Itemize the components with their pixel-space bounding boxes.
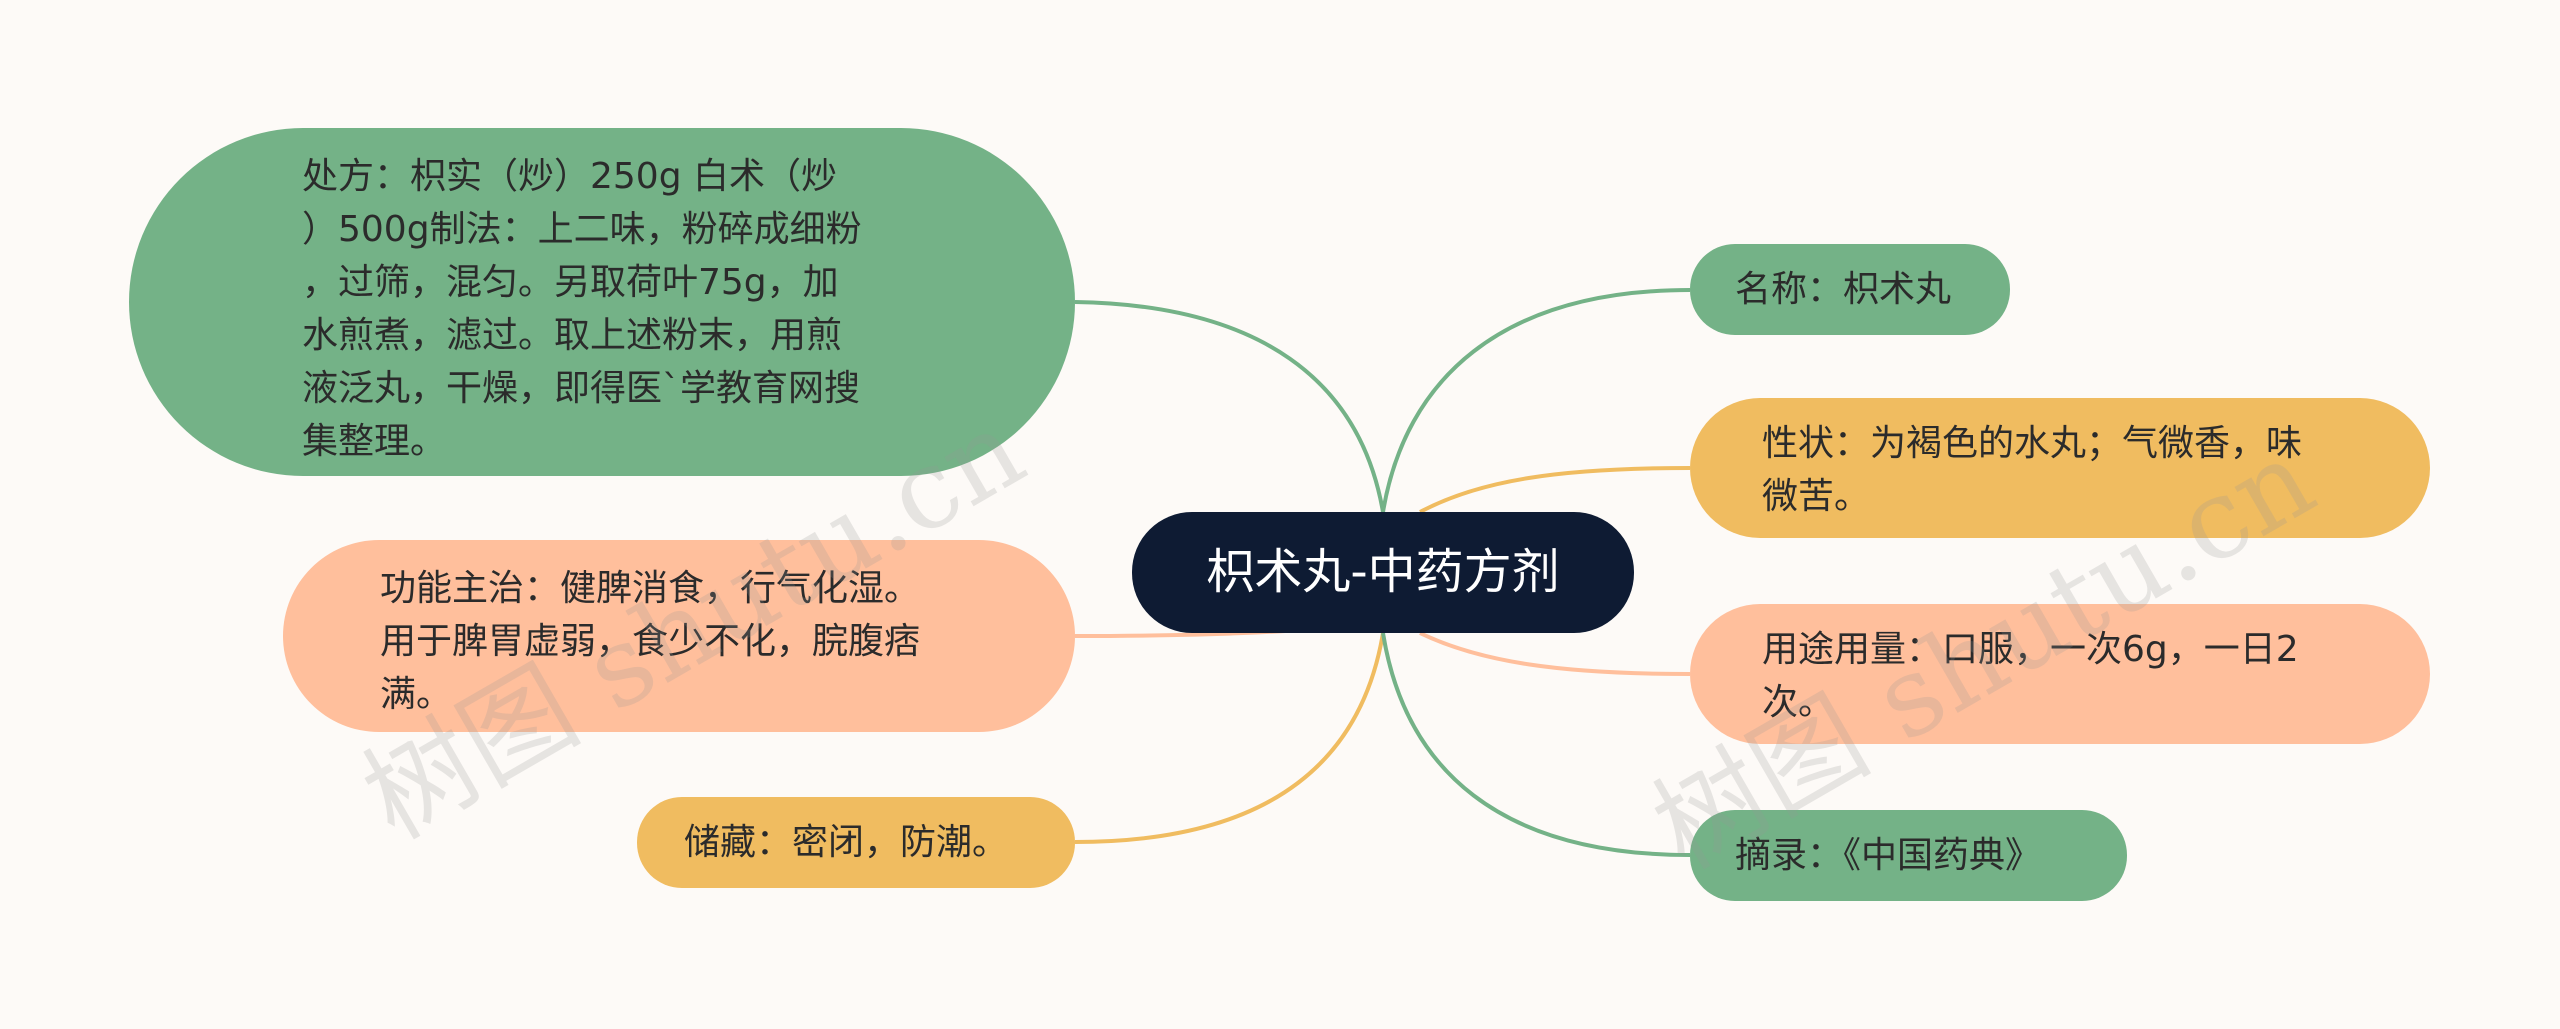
property-node[interactable]: 性状：为褐色的水丸；气微香，味 微苦。 (1690, 398, 2430, 538)
link-name (1381, 288, 1691, 513)
usage-node[interactable]: 用途用量：口服，一次6g，一日2 次。 (1690, 604, 2430, 744)
link-storage (1074, 632, 1385, 844)
name-node[interactable]: 名称：枳术丸 (1690, 244, 2010, 335)
link-property (1419, 466, 1691, 514)
prescription-node[interactable]: 处方：枳实（炒）250g 白术（炒 ）500g制法：上二味，粉碎成细粉 ，过筛，… (129, 128, 1075, 476)
link-source (1381, 632, 1691, 857)
central-topic[interactable]: 枳术丸-中药方剂 (1132, 512, 1634, 633)
storage-node[interactable]: 储藏：密闭，防潮。 (637, 797, 1075, 888)
source-node[interactable]: 摘录：《中国药典》 (1690, 810, 2127, 901)
link-prescription (1074, 300, 1385, 513)
function-node[interactable]: 功能主治：健脾消食，行气化湿。 用于脾胃虚弱，食少不化，脘腹痞 满。 (283, 540, 1075, 732)
link-usage (1419, 631, 1691, 676)
